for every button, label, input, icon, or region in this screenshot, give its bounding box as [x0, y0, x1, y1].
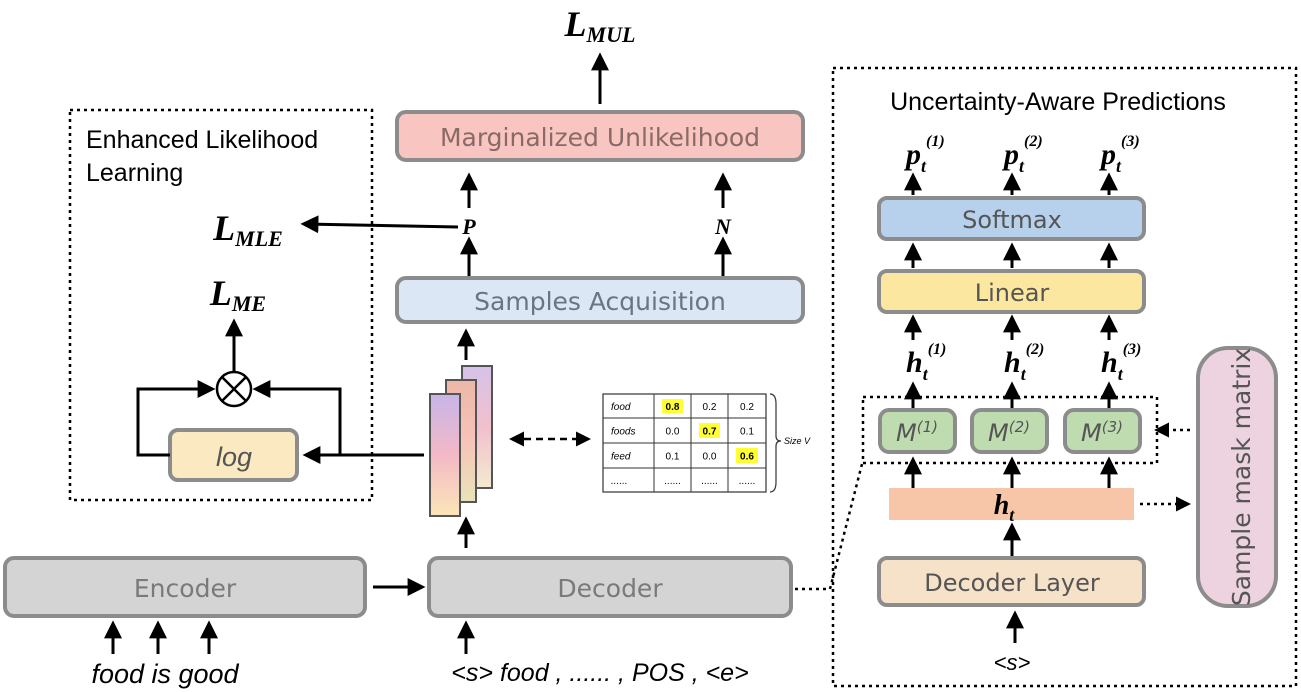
table-highlight	[662, 399, 683, 413]
encoder-input-text: food is good	[91, 659, 239, 689]
table-value: 0.0	[666, 427, 680, 438]
table-value: 0.6	[740, 452, 754, 463]
samples-acquisition-label: Samples Acquisition	[474, 287, 726, 316]
marginalized-unlikelihood-label: Marginalized Unlikelihood	[440, 123, 760, 152]
prob-vector-1	[429, 393, 461, 517]
decoder-label: Decoder	[557, 574, 663, 603]
decoder-layer-box	[877, 556, 1146, 607]
mask-label-1: M(1)	[896, 418, 938, 447]
arrow-to-loss-mle	[300, 215, 459, 234]
loss-mle-label: LMLE	[212, 208, 283, 251]
softmax-box	[877, 196, 1146, 241]
table-word: food	[611, 402, 631, 413]
table-brace	[769, 393, 782, 493]
table-word: ......	[611, 476, 628, 487]
mask-box-3	[1063, 408, 1142, 454]
table-value: ......	[739, 476, 756, 487]
table-value: 0.2	[703, 402, 717, 413]
mask-box-2	[970, 408, 1049, 454]
table-word: feed	[611, 452, 631, 463]
h-t-3-label: ht(3)	[1101, 341, 1141, 384]
table-size-label: Size V	[784, 436, 811, 446]
ht-bar	[889, 488, 1134, 520]
marginalized-unlikelihood-box	[395, 110, 805, 162]
sample-mask-matrix-label: Sample mask matrix	[1227, 348, 1256, 606]
right-panel-title: Uncertainty-Aware Predictions	[890, 88, 1226, 116]
table-value: 0.8	[666, 402, 680, 413]
table-highlight	[699, 423, 720, 438]
table-value: ......	[701, 476, 718, 487]
p-t-1-label: pt(1)	[903, 133, 945, 176]
table-value: 0.0	[703, 452, 717, 463]
h-t-2-label: ht(2)	[1004, 341, 1044, 384]
encoder-box	[3, 556, 367, 618]
left-panel-title-line1: Enhanced Likelihood	[86, 126, 318, 154]
table-value: 0.2	[740, 402, 754, 413]
probability-table: food 0.8 0.2 0.2 foods 0.0 0.7 0.1 feed 0.1 0.0 0.6…	[602, 393, 811, 493]
mask-label-2: M(2)	[988, 418, 1030, 447]
enhanced-likelihood-panel	[68, 108, 374, 502]
mask-label-3: M(3)	[1081, 418, 1123, 447]
softmax-label: Softmax	[962, 206, 1062, 234]
table-word: foods	[611, 427, 635, 438]
decoder-input-text: <s> food , ...... , POS , <e>	[451, 659, 748, 687]
sample-mask-matrix-box	[1196, 346, 1278, 608]
linear-box	[877, 269, 1146, 314]
table-highlight	[736, 448, 758, 463]
loss-me-label: LME	[209, 273, 266, 316]
table-value: 0.1	[740, 427, 754, 438]
table-value: 0.7	[703, 427, 717, 438]
loss-mul-label: LMUL	[564, 4, 636, 47]
log-label: log	[216, 442, 252, 472]
left-panel-title-line2: Learning	[86, 159, 183, 187]
ht-label: ht	[994, 490, 1016, 525]
table-value: 0.1	[666, 452, 680, 463]
linear-label: Linear	[975, 279, 1050, 307]
p-t-2-label: pt(2)	[1001, 133, 1043, 176]
samples-acquisition-box	[395, 276, 805, 324]
uncertainty-panel	[831, 66, 1298, 688]
arrow-probs-to-otimes	[252, 380, 342, 455]
decoder-layer-label: Decoder Layer	[924, 569, 1100, 597]
p-t-3-label: pt(3)	[1098, 133, 1140, 176]
p-label: P	[461, 214, 476, 239]
zoom-connector	[795, 463, 864, 591]
right-input-s: <s>	[994, 650, 1031, 675]
otimes-cross-2	[221, 376, 247, 402]
table-value: ......	[664, 476, 681, 487]
arrow-log-to-otimes	[136, 380, 216, 457]
mask-box-1	[878, 408, 957, 454]
n-label: N	[714, 214, 732, 239]
encoder-label: Encoder	[134, 574, 237, 603]
decoder-box	[427, 556, 793, 618]
h-t-1-label: ht(1)	[906, 341, 946, 384]
